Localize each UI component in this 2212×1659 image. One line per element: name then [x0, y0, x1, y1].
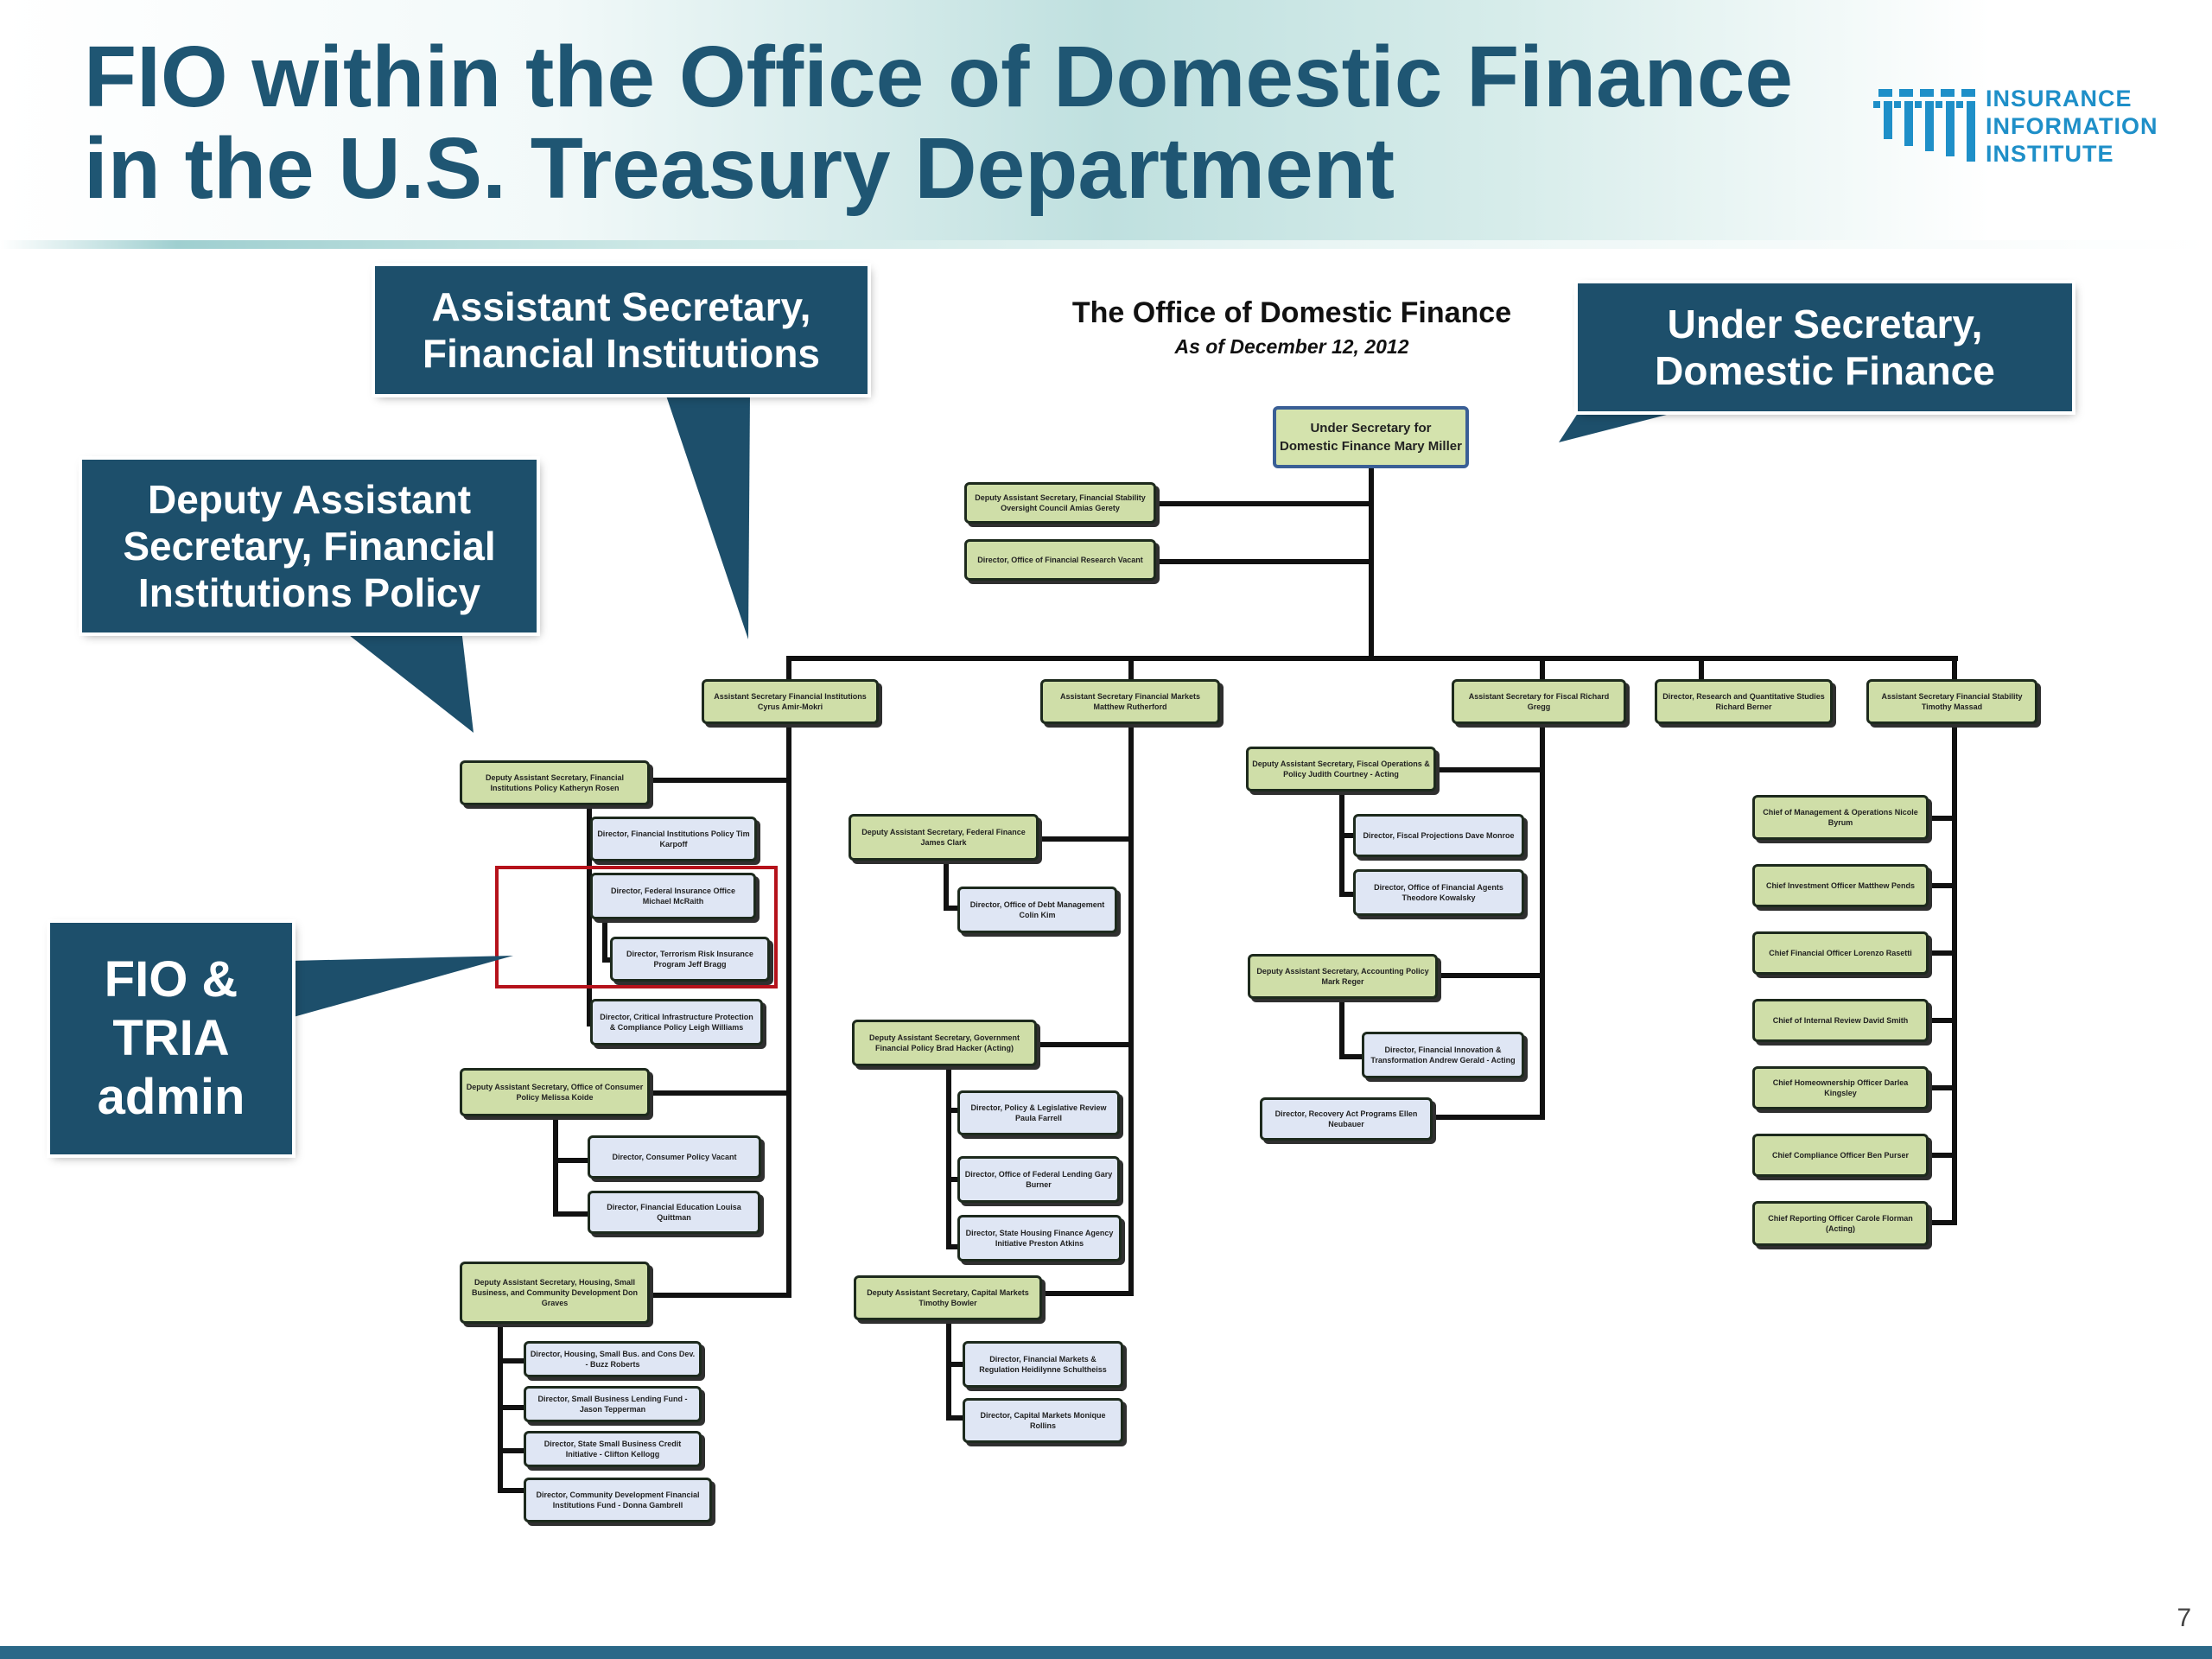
org-box-chief: Chief Financial Officer Lorenzo Rasetti [1752, 931, 1929, 975]
org-box-dir-rap: Director, Recovery Act Programs Ellen Ne… [1260, 1097, 1433, 1141]
org-box-dir-fit: Director, Financial Innovation & Transfo… [1362, 1032, 1524, 1078]
callout-line: Assistant Secretary, [431, 284, 811, 329]
iii-logo-icon [1873, 89, 1975, 162]
org-box-dir-fio: Director, Federal Insurance Office Micha… [590, 873, 756, 919]
deputy-pointer [341, 629, 474, 733]
fio-pointer [290, 956, 513, 1018]
org-box-das-cm: Deputy Assistant Secretary, Capital Mark… [854, 1275, 1042, 1320]
org-box-dir-odm: Director, Office of Debt Management Coli… [957, 887, 1117, 933]
callout-line: TRIA [112, 1010, 230, 1066]
callout-under-sec: Under Secretary, Domestic Finance [1578, 283, 2072, 411]
under-sec-pointer [1559, 408, 1694, 442]
org-box-asst-sec-fs: Assistant Secretary Financial Stability … [1866, 679, 2037, 724]
header-band [0, 0, 2212, 246]
org-box-chief: Chief of Internal Review David Smith [1752, 999, 1929, 1042]
slide-title: FIO within the Office of Domestic Financ… [84, 31, 1793, 214]
org-box-das-ap: Deputy Assistant Secretary, Accounting P… [1248, 954, 1438, 999]
org-box-asst-sec-fm: Assistant Secretary Financial Markets Ma… [1040, 679, 1220, 724]
org-box-dir-ofa: Director, Office of Financial Agents The… [1353, 869, 1524, 916]
org-box-dir-fmr: Director, Financial Markets & Regulation… [963, 1341, 1123, 1388]
org-box-dir-tria: Director, Terrorism Risk Insurance Progr… [610, 937, 770, 982]
org-chart-date: As of December 12, 2012 [1174, 335, 1409, 358]
org-box-das-gfp: Deputy Assistant Secretary, Government F… [852, 1020, 1037, 1066]
logo-line-1: INSURANCE [1986, 86, 2133, 111]
org-box-das-ff: Deputy Assistant Secretary, Federal Fina… [849, 814, 1039, 861]
org-box-chief: Chief Reporting Officer Carole Florman (… [1752, 1201, 1929, 1246]
org-box-dir-fe: Director, Financial Education Louisa Qui… [588, 1191, 760, 1234]
asst-sec-pointer [665, 393, 750, 639]
slide-title-line-2: in the U.S. Treasury Department [84, 120, 1395, 217]
org-box-under-secretary: Under Secretary for Domestic Finance Mar… [1273, 406, 1469, 468]
org-box-dir-cp: Director, Consumer Policy Vacant [588, 1135, 761, 1179]
footer-bar [0, 1646, 2212, 1659]
org-box-dir-ofl: Director, Office of Federal Lending Gary… [957, 1156, 1120, 1203]
callout-asst-sec-fi: Assistant Secretary, Financial Instituti… [375, 266, 868, 394]
callout-line: Deputy Assistant [147, 477, 472, 522]
callout-line: FIO & [104, 951, 238, 1007]
callout-line: Financial Institutions [422, 331, 821, 376]
org-box-dir-shfa: Director, State Housing Finance Agency I… [957, 1215, 1122, 1262]
org-chart-heading: The Office of Domestic Finance [1071, 296, 1512, 329]
page-number: 7 [2177, 1604, 2191, 1632]
org-chart-title: The Office of Domestic Finance As of Dec… [1033, 296, 1551, 359]
org-box-dir-cdfi: Director, Community Development Financia… [524, 1478, 712, 1522]
org-box-chief: Chief Investment Officer Matthew Pends [1752, 864, 1929, 907]
org-box-dir-fip: Director, Financial Institutions Policy … [590, 817, 757, 861]
callout-line: Under Secretary, [1667, 302, 1983, 346]
org-box-dir-hsb: Director, Housing, Small Bus. and Cons D… [524, 1341, 702, 1377]
callout-line: Domestic Finance [1655, 348, 1995, 393]
org-box-chief: Chief Homeownership Officer Darlea Kings… [1752, 1066, 1929, 1109]
org-box-dir-sblf: Director, Small Business Lending Fund - … [524, 1386, 702, 1422]
org-box-dir-cm: Director, Capital Markets Monique Rollin… [963, 1398, 1123, 1443]
org-box-chief: Chief of Management & Operations Nicole … [1752, 795, 1929, 840]
org-box-das-ocp: Deputy Assistant Secretary, Office of Co… [460, 1068, 650, 1116]
org-box-dir-fp: Director, Fiscal Projections Dave Monroe [1353, 814, 1524, 857]
org-box-das-fip: Deputy Assistant Secretary, Financial In… [460, 760, 650, 805]
fio-tria-highlight [495, 866, 778, 988]
org-box-asst-sec-fiscal: Assistant Secretary for Fiscal Richard G… [1452, 679, 1626, 724]
iii-logo-text: INSURANCE INFORMATION INSTITUTE [1986, 85, 2158, 168]
callout-fio-tria: FIO & TRIA admin [50, 923, 292, 1154]
org-box-das-fop: Deputy Assistant Secretary, Fiscal Opera… [1246, 747, 1436, 791]
logo-line-2: INFORMATION [1986, 113, 2158, 139]
callout-line: Secretary, Financial [123, 524, 496, 569]
org-box-staff: Deputy Assistant Secretary, Financial St… [964, 482, 1156, 524]
callout-deputy-fip: Deputy Assistant Secretary, Financial In… [82, 460, 537, 632]
header-divider [0, 240, 2212, 249]
callout-line: Institutions Policy [137, 570, 481, 615]
org-box-asst-sec-fi: Assistant Secretary Financial Institutio… [702, 679, 879, 724]
org-box-dir-research: Director, Research and Quantitative Stud… [1655, 679, 1833, 724]
org-box-staff: Director, Office of Financial Research V… [964, 539, 1156, 581]
slide-title-line-1: FIO within the Office of Domestic Financ… [84, 29, 1793, 125]
org-box-das-hsb: Deputy Assistant Secretary, Housing, Sma… [460, 1262, 650, 1324]
org-box-dir-cip: Director, Critical Infrastructure Protec… [590, 999, 763, 1046]
org-box-chief: Chief Compliance Officer Ben Purser [1752, 1134, 1929, 1177]
logo-line-3: INSTITUTE [1986, 141, 2114, 167]
org-box-dir-plr: Director, Policy & Legislative Review Pa… [957, 1090, 1120, 1135]
org-box-dir-ssbci: Director, State Small Business Credit In… [524, 1431, 702, 1467]
callout-line: admin [97, 1069, 245, 1125]
